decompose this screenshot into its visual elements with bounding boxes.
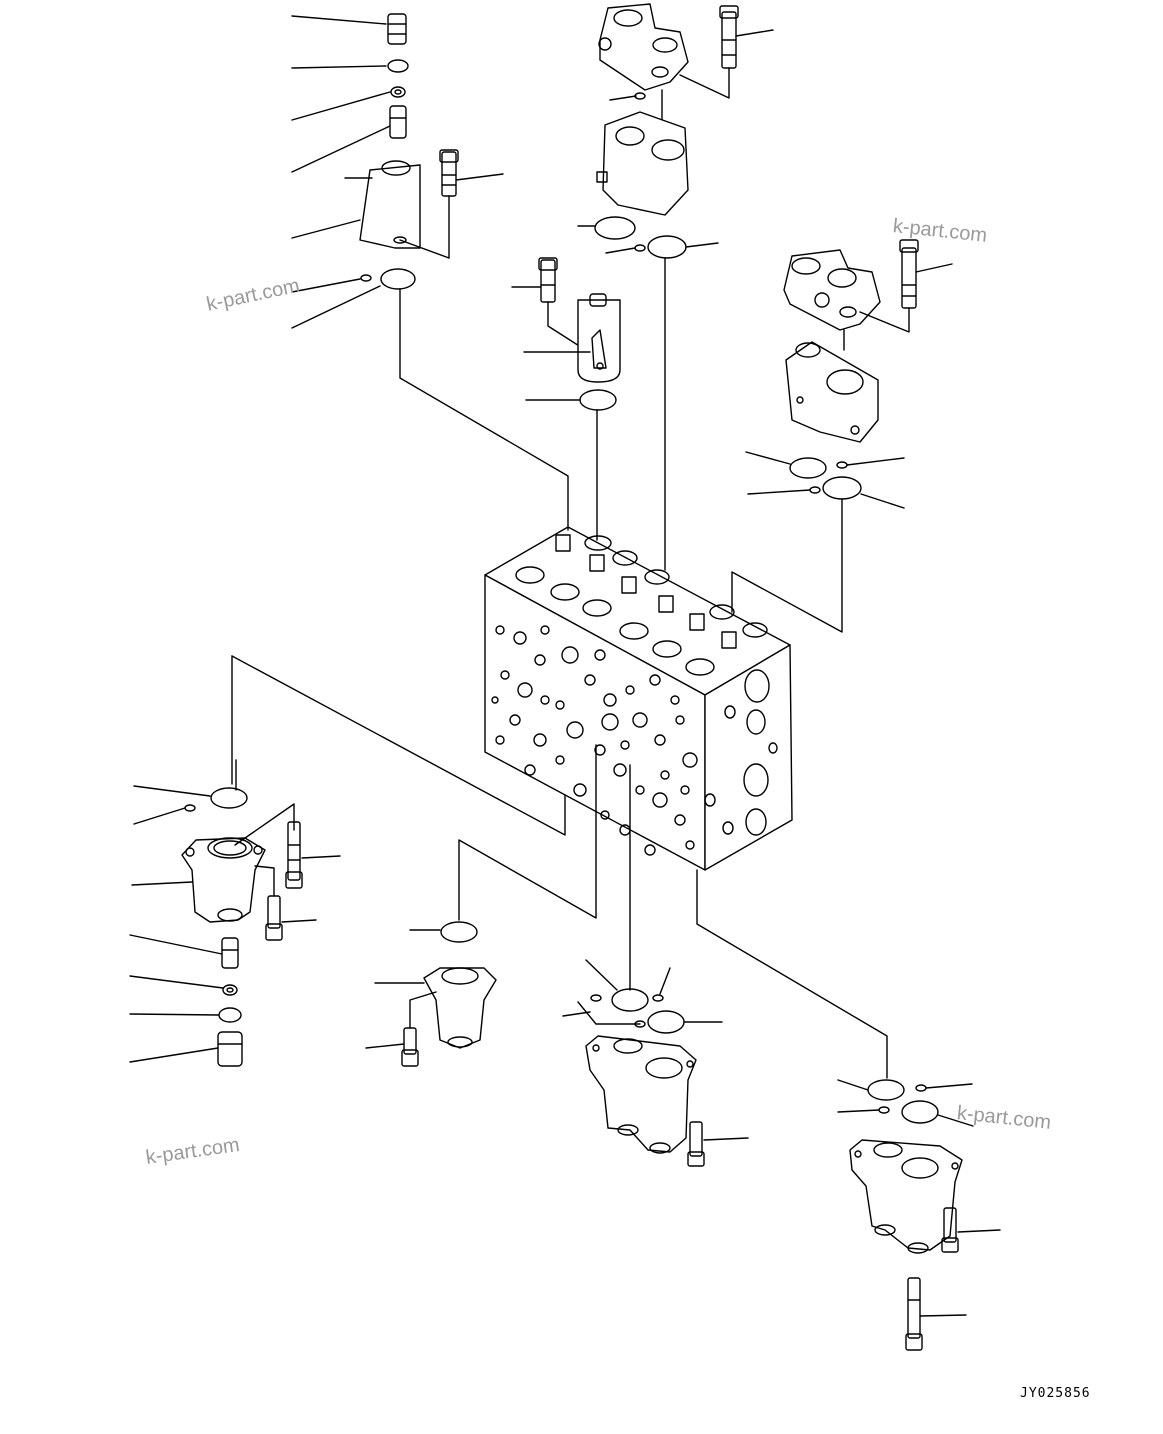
right-valve-housing <box>732 240 952 632</box>
front-face-ports <box>492 626 697 855</box>
main-valve-block <box>485 527 792 870</box>
top-left-valve-stack <box>292 14 568 530</box>
left-valve-stack <box>130 656 565 1066</box>
top-center-valve-housing <box>578 4 773 570</box>
bottom-right-valve-housing <box>697 870 1000 1350</box>
top-center-cartridge <box>512 258 620 540</box>
center-lower-small-valve <box>366 745 596 1066</box>
bottom-center-valve-housing <box>563 765 748 1166</box>
drawing-code: JY025856 <box>1020 1386 1091 1401</box>
